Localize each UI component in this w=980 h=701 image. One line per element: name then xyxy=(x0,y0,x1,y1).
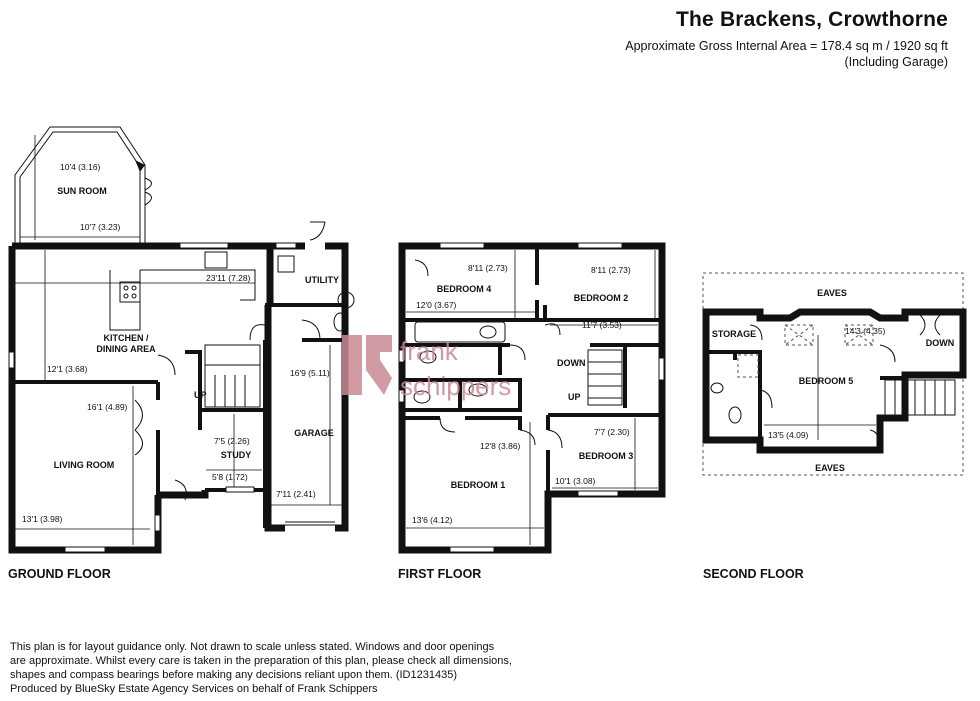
disclaimer-line: are approximate. Whilst every care is ta… xyxy=(10,655,512,667)
bedroom3-dim-2: 10'1 (3.08) xyxy=(555,476,596,486)
bedroom1-label: BEDROOM 1 xyxy=(451,480,506,490)
property-title: The Brackens, Crowthorne xyxy=(675,8,948,31)
kitchen-dim-1: 23'11 (7.28) xyxy=(206,273,251,283)
watermark-text-2: schippers xyxy=(400,371,511,401)
disclaimer-line: Produced by BlueSky Estate Agency Servic… xyxy=(10,683,378,695)
bedroom3-label: BEDROOM 3 xyxy=(579,451,634,461)
kitchen-window xyxy=(179,242,229,249)
watermark-logo xyxy=(342,335,362,395)
area-line: Approximate Gross Internal Area = 178.4 … xyxy=(625,39,948,53)
first-floor-label: FIRST FLOOR xyxy=(398,567,482,581)
eaves-top-label: EAVES xyxy=(817,288,847,298)
garage-dim-2: 7'11 (2.41) xyxy=(276,489,316,499)
boiler xyxy=(337,291,355,309)
living-dim-2: 13'1 (3.98) xyxy=(22,514,63,524)
second-floor-label: SECOND FLOOR xyxy=(703,567,804,581)
bed2-bottom-wall xyxy=(543,305,662,322)
bedroom1-dim-2: 13'6 (4.12) xyxy=(412,515,453,525)
sun-room-dim-2: 10'7 (3.23) xyxy=(80,222,121,232)
second-outer-wall xyxy=(702,308,967,454)
disclaimer-line: This plan is for layout guidance only. N… xyxy=(10,641,495,653)
second-floor-plan: EAVES STORAGE DOWN BEDROOM 5 14'3 (4.35)… xyxy=(702,272,967,476)
bedroom2-dim-2: 11'7 (3.53) xyxy=(582,320,622,330)
sun-room-door xyxy=(144,177,152,206)
first-floor-plan: BEDROOM 4 8'11 (2.73) 12'0 (3.67) BEDROO… xyxy=(398,242,666,554)
utility-sink xyxy=(277,255,295,273)
first-wc xyxy=(419,350,437,364)
ground-up-label: UP xyxy=(194,390,207,400)
garage-note: (Including Garage) xyxy=(844,55,948,69)
storage-label: STORAGE xyxy=(712,329,756,339)
bedroom5-dim-2: 13'5 (4.09) xyxy=(768,430,809,440)
ground-floor-plan: SUN ROOM 10'4 (3.16) 10'7 (3.23) KITCHEN… xyxy=(8,126,355,554)
skylight-2 xyxy=(844,324,874,346)
kitchen-sink xyxy=(204,251,228,269)
front-door xyxy=(174,479,187,501)
kitchen-unit xyxy=(109,270,141,331)
bedroom2-label: BEDROOM 2 xyxy=(574,293,629,303)
watermark-text-1: frank xyxy=(400,336,459,366)
bath xyxy=(414,321,506,343)
kitchen-label-1: KITCHEN / xyxy=(104,333,149,343)
sun-room-dim-1: 10'4 (3.16) xyxy=(60,162,101,172)
ground-entrance-wall xyxy=(158,490,209,499)
bedroom1-dim-1: 12'8 (3.86) xyxy=(480,441,521,451)
first-up-label: UP xyxy=(568,392,581,402)
study-label: STUDY xyxy=(221,450,252,460)
agent-watermark: frank schippers xyxy=(342,335,511,401)
utility-door xyxy=(309,221,326,241)
utility-wc xyxy=(333,312,347,332)
ground-floor-label: GROUND FLOOR xyxy=(8,567,111,581)
garage-outer-wall xyxy=(264,242,349,532)
bedroom4-label: BEDROOM 4 xyxy=(437,284,492,294)
bedroom5-dim-1: 14'3 (4.35) xyxy=(845,326,886,336)
sun-room-label: SUN ROOM xyxy=(57,186,107,196)
second-wc xyxy=(728,406,742,424)
bedroom5-label: BEDROOM 5 xyxy=(799,376,854,386)
bedroom3-dim-1: 7'7 (2.30) xyxy=(594,427,630,437)
utility-label: UTILITY xyxy=(305,275,339,285)
garage-dim-1: 16'9 (5.11) xyxy=(290,368,330,378)
skylight-1 xyxy=(784,324,814,346)
kitchen-side-window xyxy=(8,351,15,369)
bedroom4-dim-2: 12'0 (3.67) xyxy=(416,300,457,310)
hob xyxy=(119,281,141,303)
kitchen-dim-2: 12'1 (3.68) xyxy=(47,364,88,374)
study-dim-1: 7'5 (2.26) xyxy=(214,436,250,446)
kitchen-label-2: DINING AREA xyxy=(96,344,156,354)
disclaimer: This plan is for layout guidance only. N… xyxy=(10,640,570,696)
second-stairs xyxy=(884,379,956,416)
sun-room-corner xyxy=(135,160,145,172)
first-down-label: DOWN xyxy=(557,358,586,368)
first-stairs xyxy=(587,349,623,406)
study-window xyxy=(225,486,255,493)
living-room-doors xyxy=(134,399,143,456)
second-down-label: DOWN xyxy=(926,338,955,348)
eaves-bottom-label: EAVES xyxy=(815,463,845,473)
bedroom4-dim-1: 8'11 (2.73) xyxy=(468,263,508,273)
living-room-label: LIVING ROOM xyxy=(54,460,115,470)
bedroom2-dim-1: 8'11 (2.73) xyxy=(591,265,631,275)
ground-outer-wall-left xyxy=(8,246,162,554)
kitchen-worktop xyxy=(140,269,256,301)
living-window xyxy=(64,546,106,553)
garage-label: GARAGE xyxy=(294,428,334,438)
ground-stairs xyxy=(204,344,261,408)
shower xyxy=(737,354,759,378)
ensuite-basin xyxy=(468,383,488,397)
sun-room-outline-inner xyxy=(19,131,141,243)
ensuite-wc xyxy=(413,390,431,404)
study-dim-2: 5'8 (1.72) xyxy=(212,472,248,482)
disclaimer-line: shapes and compass bearings before makin… xyxy=(10,669,457,681)
utility-window xyxy=(275,242,297,249)
plan-header: The Brackens, Crowthorne Approximate Gro… xyxy=(625,8,948,70)
living-dim-1: 16'1 (4.89) xyxy=(87,402,128,412)
